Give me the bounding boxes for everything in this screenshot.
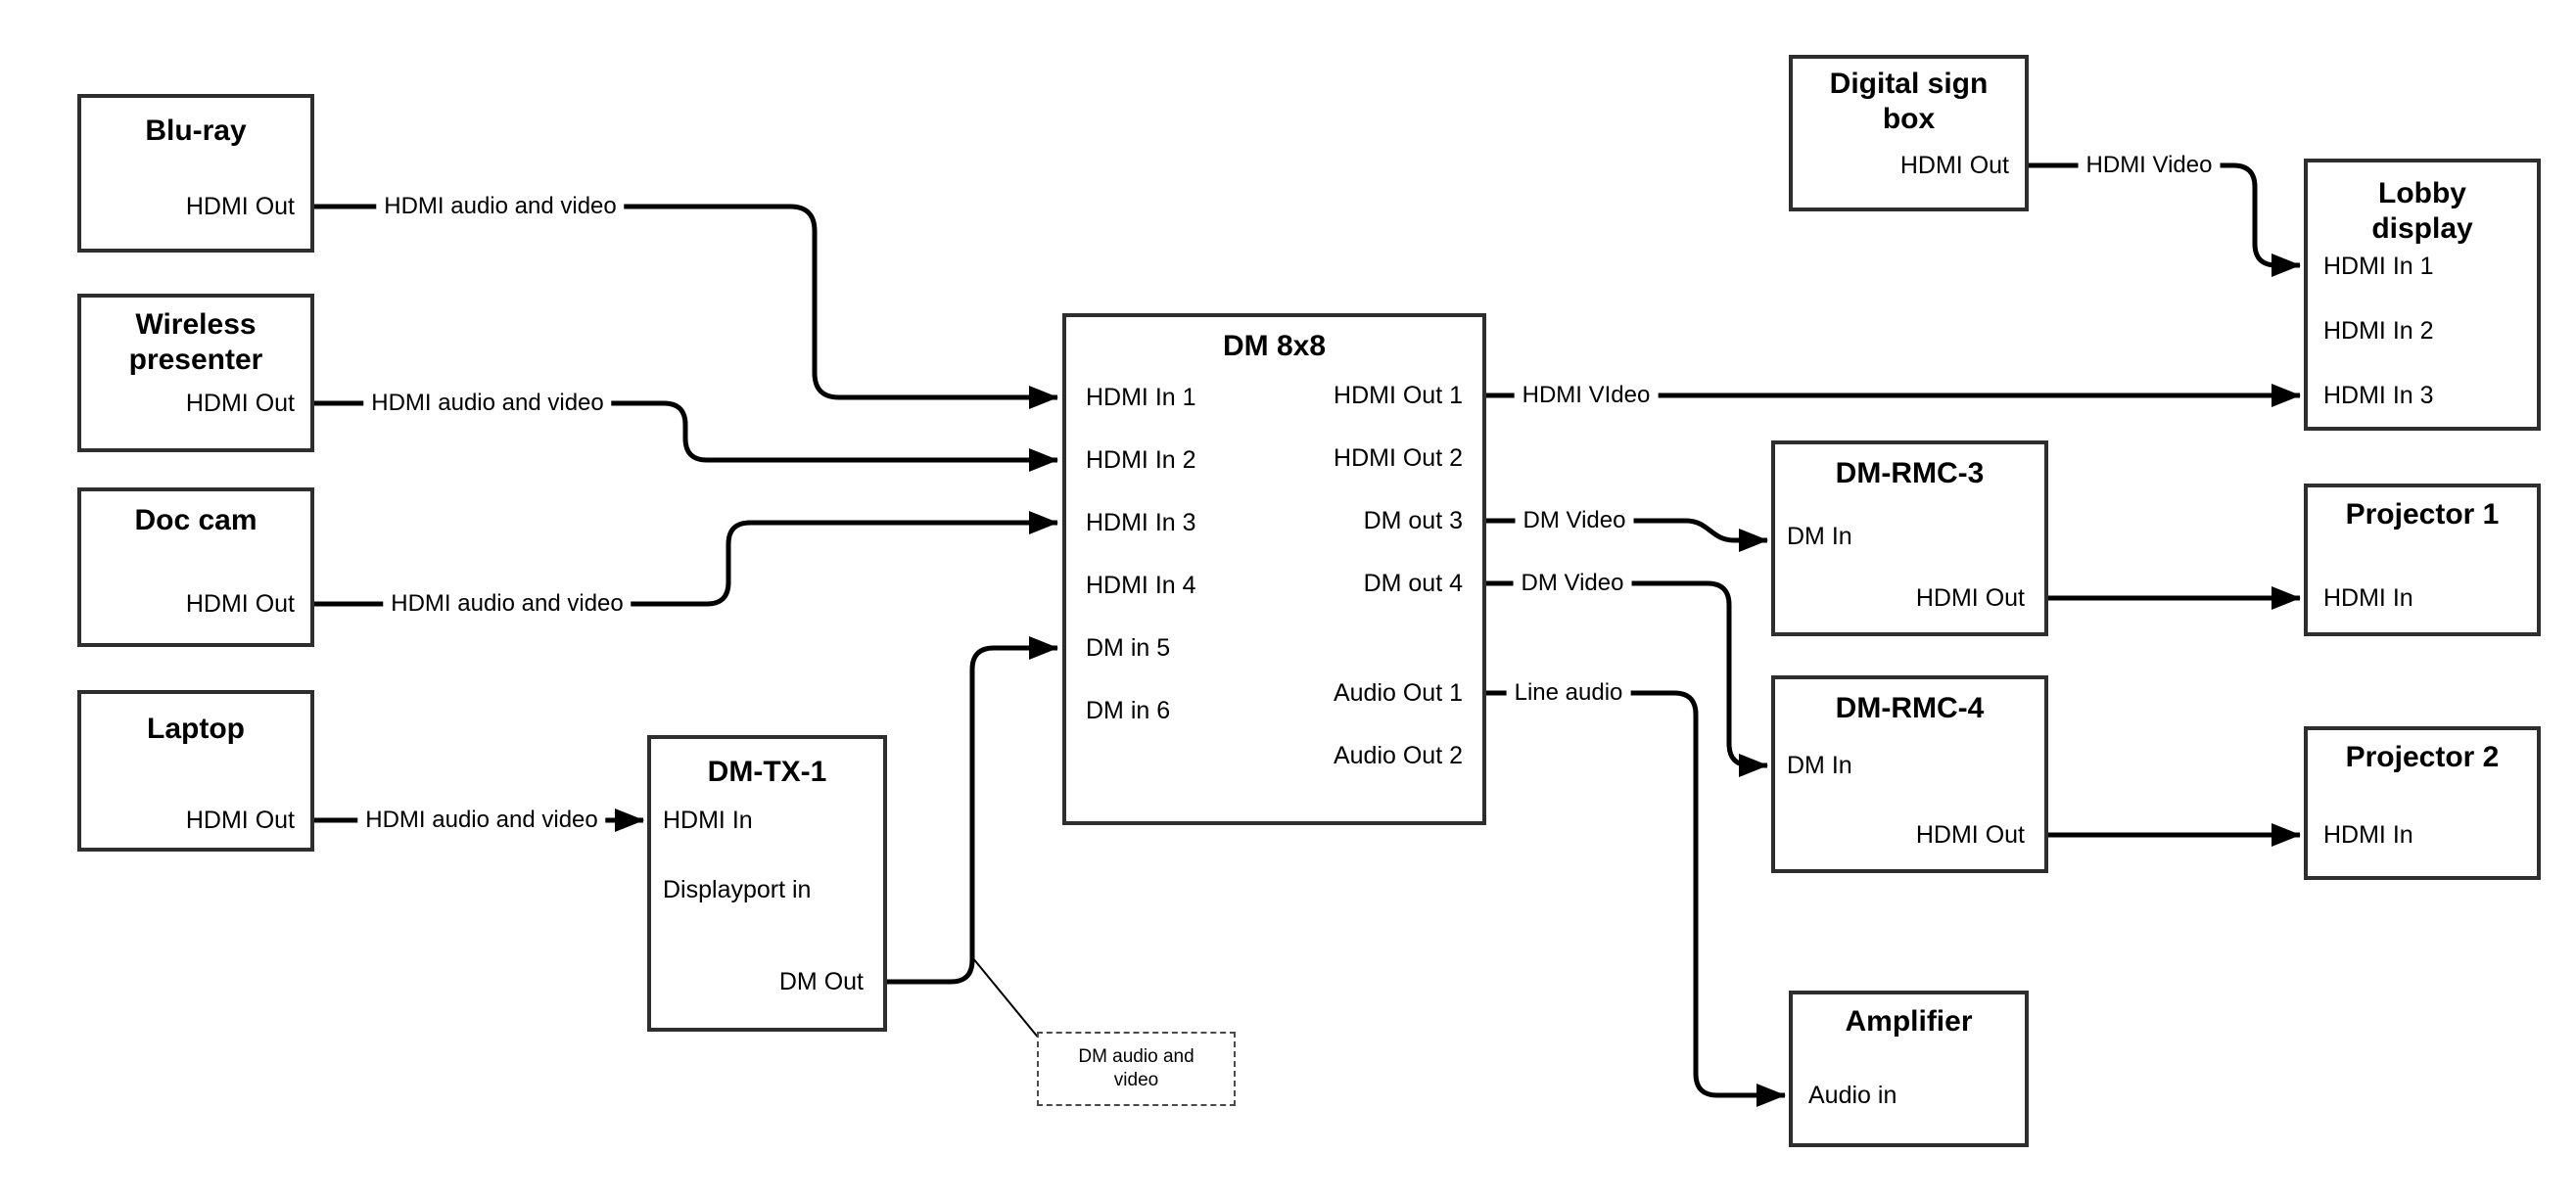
port-hdmi-in-2: HDMI In 2 [2323,317,2434,345]
note-callout-line [971,956,1041,1040]
port-dm-in-6: DM in 6 [1086,697,1171,724]
port-hdmi-in-1: HDMI In 1 [1086,384,1196,411]
connection-label-hdmi-audio-video-2: HDMI audio and video [363,389,612,418]
node-title: DM-TX-1 [707,756,827,788]
port-dm-in: DM In [1787,752,1852,779]
connector-doccam-to-dm8x8-in3 [314,511,1058,607]
node-dm-rmc-3: DM-RMC-3 DM In HDMI Out [1771,440,2048,636]
connection-label-dm-video-1: DM Video [1515,506,1634,535]
connector-dm8x8-out3-to-rmc3 [1486,518,1768,552]
port-hdmi-out: HDMI Out [1915,584,2025,612]
connection-label-dm-video-2: DM Video [1513,569,1632,598]
port-dm-out-3: DM out 3 [1363,507,1463,534]
node-projector-2: Projector 2 HDMI In [2304,726,2541,880]
node-wireless-presenter: Wireless presenter HDMI Out [77,294,314,452]
node-laptop: Laptop HDMI Out [77,690,314,852]
node-title: DM 8x8 [1222,330,1327,362]
node-title: DM-RMC-3 [1835,457,1985,489]
port-hdmi-in-3: HDMI In 3 [1086,509,1196,536]
connector-dm8x8-audio1-to-amplifier [1486,690,1786,1107]
node-title: Projector 1 [2345,498,2500,531]
node-title: Doc cam [134,504,258,536]
node-dm-tx-1: DM-TX-1 HDMI In Displayport in DM Out [647,735,887,1032]
node-title: Lobby display [2371,177,2473,245]
node-blu-ray: Blu-ray HDMI Out [77,94,314,253]
port-hdmi-in-1: HDMI In 1 [2323,253,2434,280]
port-hdmi-out: HDMI Out [185,193,295,220]
connector-signbox-to-lobby-in1 [2029,162,2301,277]
connector-dmtx1-to-dm8x8-in5 [887,636,1058,985]
port-dm-in-5: DM in 5 [1086,634,1171,662]
node-title: Projector 2 [2345,741,2500,773]
connection-label-hdmi-video: HDMI Video [2078,151,2221,180]
node-doc-cam: Doc cam HDMI Out [77,487,314,647]
port-hdmi-in: HDMI In [2323,584,2413,612]
connection-label-hdmi-audio-video-4: HDMI audio and video [357,806,606,835]
connection-label-hdmi-video-typo: HDMI VIdeo [1514,381,1659,410]
port-audio-in: Audio in [1808,1082,1897,1109]
node-lobby-display: Lobby display HDMI In 1 HDMI In 2 HDMI I… [2304,159,2541,431]
note-text: DM audio and video [1078,1046,1194,1090]
port-hdmi-in-3: HDMI In 3 [2323,382,2434,409]
port-hdmi-in: HDMI In [2323,821,2413,849]
port-dm-in: DM In [1787,523,1852,550]
port-hdmi-in-2: HDMI In 2 [1086,446,1196,474]
connection-label-line-audio: Line audio [1506,678,1631,708]
port-hdmi-out: HDMI Out [185,590,295,618]
port-hdmi-out: HDMI Out [1899,152,2009,179]
port-hdmi-out: HDMI Out [1915,821,2025,849]
node-title: Blu-ray [145,115,247,147]
port-hdmi-in: HDMI In [663,807,753,834]
node-title: Amplifier [1845,1005,1973,1038]
node-dm-8x8: DM 8x8 HDMI In 1 HDMI In 2 HDMI In 3 HDM… [1062,313,1486,825]
port-hdmi-out: HDMI Out [185,390,295,417]
port-hdmi-out: HDMI Out [185,807,295,834]
port-displayport-in: Displayport in [663,876,812,903]
node-title: Wireless presenter [128,308,263,376]
node-digital-sign-box: Digital sign box HDMI Out [1789,55,2029,211]
node-title: DM-RMC-4 [1835,692,1985,724]
connector-wireless-to-dm8x8-in2 [314,400,1058,472]
node-amplifier: Amplifier Audio in [1789,991,2029,1147]
port-hdmi-out-2: HDMI Out 2 [1334,444,1463,472]
connection-label-hdmi-audio-video-3: HDMI audio and video [383,589,632,619]
port-dm-out: DM Out [778,968,864,995]
node-title: Laptop [147,713,245,745]
port-audio-out-1: Audio Out 1 [1333,679,1463,707]
node-title: Digital sign box [1829,68,1989,135]
port-dm-out-4: DM out 4 [1363,570,1463,597]
connection-label-hdmi-audio-video-1: HDMI audio and video [376,192,625,221]
port-hdmi-in-4: HDMI In 4 [1086,572,1196,599]
node-dm-rmc-4: DM-RMC-4 DM In HDMI Out [1771,675,2048,873]
node-projector-1: Projector 1 HDMI In [2304,484,2541,636]
connector-dm8x8-out4-to-rmc4 [1486,580,1768,777]
note-dm-audio-and-video: DM audio and video [1037,1032,1236,1106]
port-audio-out-2: Audio Out 2 [1333,742,1463,769]
connector-bluray-to-dm8x8-in1 [314,204,1058,409]
port-hdmi-out-1: HDMI Out 1 [1334,382,1463,409]
